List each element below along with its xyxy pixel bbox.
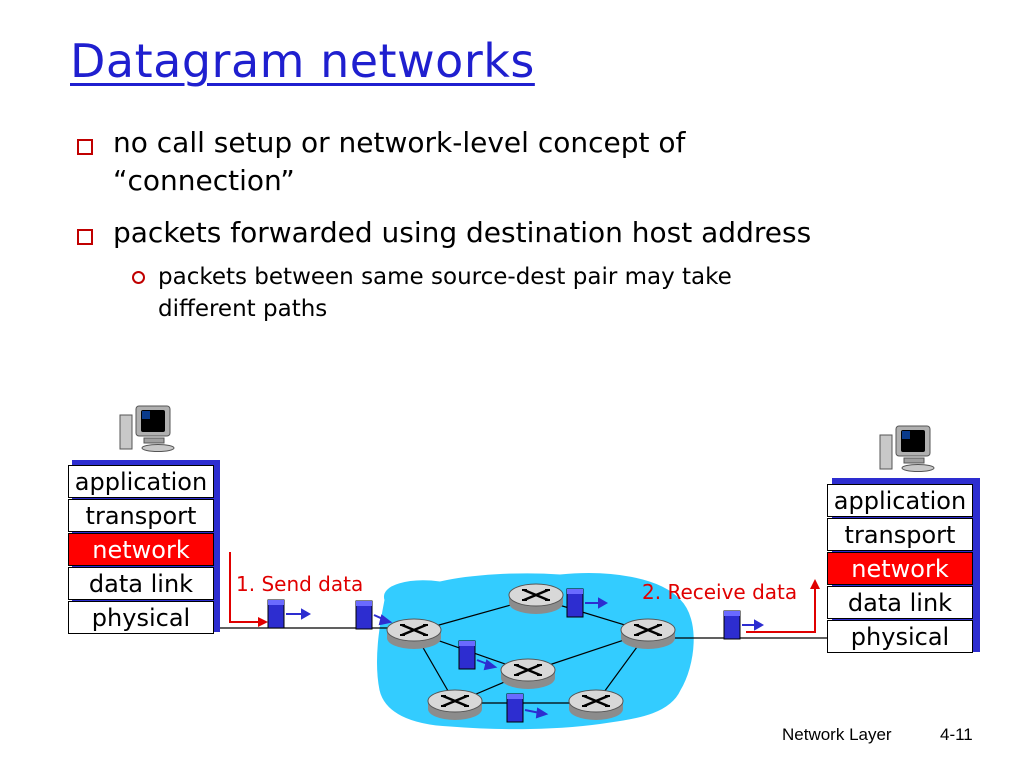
bullet-1-line-1: no call setup or network-level concept o… bbox=[113, 126, 686, 159]
bullet-1: no call setup or network-level concept o… bbox=[113, 124, 685, 200]
receiver-layer-transport: transport bbox=[827, 518, 973, 551]
computer-icon bbox=[119, 405, 175, 452]
packet-icon bbox=[355, 600, 373, 630]
packet-icon bbox=[267, 599, 285, 629]
receive-arrow bbox=[746, 585, 816, 633]
receive-data-label: 2. Receive data bbox=[642, 580, 798, 604]
sender-layer-transport: transport bbox=[68, 499, 214, 532]
send-arrow bbox=[229, 552, 262, 623]
footer-section: Network Layer bbox=[782, 725, 892, 744]
bullet-marker bbox=[77, 229, 93, 245]
bullet-marker bbox=[77, 139, 93, 155]
packet-icon bbox=[566, 588, 584, 618]
packet-icon bbox=[723, 610, 741, 640]
sub-bullet-1-line-1: packets between same source-dest pair ma… bbox=[158, 264, 732, 290]
sub-bullet-marker bbox=[132, 271, 145, 284]
router-icon bbox=[385, 617, 443, 651]
router-icon bbox=[507, 582, 565, 616]
router-icon bbox=[567, 688, 625, 722]
receiver-layer-network: network bbox=[827, 552, 973, 585]
receiver-layer-physical: physical bbox=[827, 620, 973, 653]
sub-bullet-1-line-2: different paths bbox=[158, 296, 328, 322]
packet-icon bbox=[458, 640, 476, 670]
sender-layer-network: network bbox=[68, 533, 214, 566]
sender-layer-physical: physical bbox=[68, 601, 214, 634]
sub-bullet-1: packets between same source-dest pair ma… bbox=[158, 261, 732, 325]
router-icon bbox=[619, 617, 677, 651]
sender-layer-application: application bbox=[68, 465, 214, 498]
router-icon bbox=[499, 657, 557, 691]
slide-title: Datagram networks bbox=[70, 34, 535, 88]
send-data-label: 1. Send data bbox=[236, 572, 364, 596]
bullet-1-line-2: “connection” bbox=[113, 164, 295, 197]
send-arrowhead bbox=[258, 617, 268, 627]
sender-layer-data-link: data link bbox=[68, 567, 214, 600]
footer-page-number: 4-11 bbox=[940, 725, 973, 744]
router-icon bbox=[426, 688, 484, 722]
computer-icon bbox=[879, 425, 935, 472]
packet-motion-arrows bbox=[286, 597, 765, 719]
bullet-2-line-1: packets forwarded using destination host… bbox=[113, 216, 812, 249]
receiver-layer-application: application bbox=[827, 484, 973, 517]
bullet-2: packets forwarded using destination host… bbox=[113, 214, 811, 252]
packet-icon bbox=[506, 693, 524, 723]
receiver-layer-data-link: data link bbox=[827, 586, 973, 619]
receive-arrowhead bbox=[810, 579, 820, 589]
